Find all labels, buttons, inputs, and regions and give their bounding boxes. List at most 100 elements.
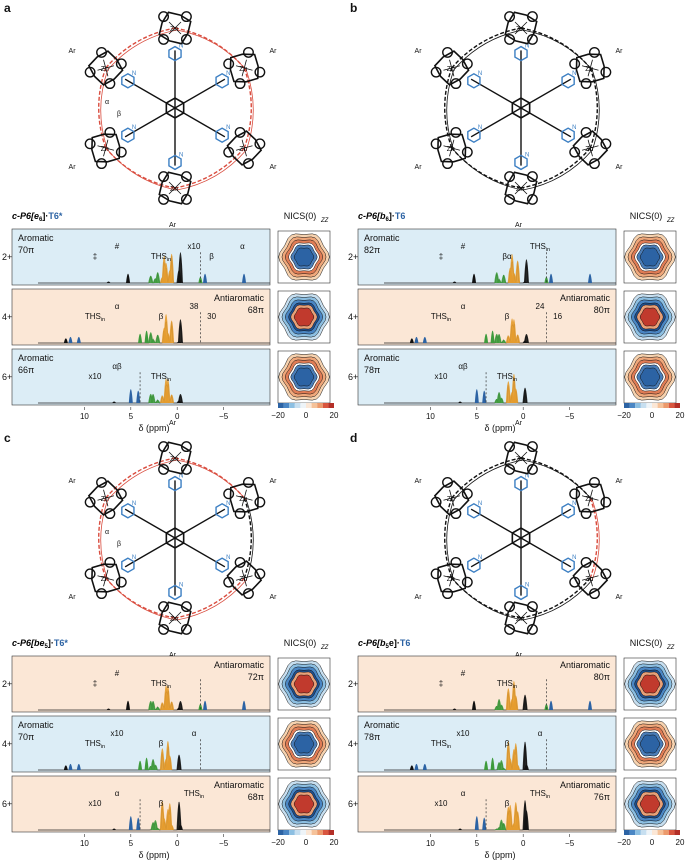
colorbar-swatch xyxy=(652,830,658,835)
axis-tick-label: 0 xyxy=(175,412,180,421)
pyridine-n-label: N xyxy=(179,44,183,50)
spectrum-peak xyxy=(163,758,169,770)
pyrrole-ring xyxy=(180,441,192,453)
porphyrin-ring xyxy=(91,133,121,163)
colorbar-swatch xyxy=(674,403,680,408)
peak-label: β xyxy=(505,739,510,748)
spectrum-peak xyxy=(505,740,511,770)
pyrrole-ring xyxy=(158,171,170,183)
spectrum-row-bg xyxy=(11,288,271,346)
spectrum-peak xyxy=(509,698,515,710)
colorbar-tick: 0 xyxy=(304,411,309,420)
nics-subscript: ZZ xyxy=(666,218,675,224)
aryl-label: Ar xyxy=(415,478,423,485)
porphyrin-ring xyxy=(504,441,538,475)
butadiyne-link xyxy=(522,579,593,621)
spectrum-peak xyxy=(136,390,141,403)
zn-n-bond xyxy=(241,67,245,77)
zn-n-bond xyxy=(103,489,107,499)
zn-label: Zn xyxy=(170,186,178,193)
butadiyne-link xyxy=(446,499,455,581)
spectrum-peak xyxy=(484,333,489,343)
zn-n-bond xyxy=(451,577,461,581)
pyrrole-ring xyxy=(223,146,235,158)
butadiyne-link xyxy=(98,497,107,579)
pyridine-ring xyxy=(561,557,575,574)
electron-count: 68π xyxy=(248,305,264,315)
spectrum-peak xyxy=(155,706,161,710)
spectrum-peak xyxy=(176,707,182,710)
aryl-label: Ar xyxy=(69,48,77,55)
colorbar-swatch xyxy=(635,403,641,408)
nics-title: NICS(0) xyxy=(284,211,317,221)
alpha-label: α xyxy=(105,529,109,536)
zn-n-bond xyxy=(587,497,591,507)
zn-n-bond xyxy=(105,65,115,69)
spectrum-row-bg xyxy=(11,775,271,833)
pyridine-ring xyxy=(561,502,575,519)
nics-contour xyxy=(639,247,661,267)
zn-n-bond xyxy=(514,451,522,459)
spectrum-peak xyxy=(505,806,511,830)
pyridine-ring xyxy=(168,154,182,171)
charge-label: 6+ xyxy=(348,372,358,382)
aryl-label: Ar xyxy=(615,478,623,485)
spectrum-peak xyxy=(203,273,208,283)
zn-n-bond xyxy=(587,139,591,149)
spectrum-peak xyxy=(63,765,68,770)
porphyrin-ring xyxy=(572,560,609,596)
peak-label: 30 xyxy=(207,312,216,321)
spectrum-peak xyxy=(522,340,528,343)
pyridine-n-label: N xyxy=(226,71,230,77)
colorbar-tick: −20 xyxy=(271,838,285,847)
porphyrin-ring xyxy=(433,50,470,86)
pyridine-n-label: N xyxy=(478,501,482,507)
spectrum-peak xyxy=(505,335,511,343)
zn-n-bond xyxy=(443,575,452,579)
pyrrole-ring xyxy=(158,623,170,635)
zn-n-bond xyxy=(97,497,106,501)
zn-n-bond xyxy=(449,489,453,499)
pyrrole-ring xyxy=(243,476,254,488)
pyrrole-ring xyxy=(526,193,538,205)
peak-label: THSin xyxy=(431,312,451,323)
pyridine-ring xyxy=(561,127,575,144)
peak-label: β xyxy=(159,312,164,321)
butadiyne-link xyxy=(174,577,245,619)
zn-label: Zn xyxy=(170,616,178,623)
colorbar-swatch xyxy=(306,830,312,835)
spectrum-peak xyxy=(165,808,171,830)
zn-n-bond xyxy=(587,67,591,77)
spectrum-peak xyxy=(161,255,167,283)
zn-n-bond xyxy=(174,187,182,195)
zn-n-bond xyxy=(235,495,245,499)
beta-label: β xyxy=(117,111,121,118)
zn-n-bond xyxy=(97,575,106,579)
pyrrole-ring xyxy=(84,66,96,78)
molecule-structure-b: NNNNNNZnArZnArZnArZnArZnArZnArb xyxy=(350,1,623,229)
butadiyne-link xyxy=(522,29,593,71)
butadiyne-link xyxy=(444,497,453,579)
zn-n-bond xyxy=(105,577,115,581)
zn-n-bond xyxy=(520,451,528,459)
pyrrole-ring xyxy=(504,33,516,45)
spectrum-peak xyxy=(106,281,111,283)
pyrrole-ring xyxy=(158,441,170,453)
spectrum-peak xyxy=(68,763,73,770)
zn-label: Zn xyxy=(447,146,455,153)
zn-n-bond xyxy=(241,139,245,149)
spectrum-peak xyxy=(148,700,154,710)
state-label: Antiaromatic xyxy=(214,293,265,303)
butadiyne-link xyxy=(520,457,591,499)
charge-label: 2+ xyxy=(2,679,12,689)
butadiyne-link xyxy=(451,577,522,619)
pyrrole-ring xyxy=(180,601,192,613)
spectrum-peak xyxy=(544,276,549,283)
aryl-label: Ar xyxy=(515,222,523,229)
nics-subscript: ZZ xyxy=(666,645,675,651)
butadiyne-link xyxy=(105,147,176,189)
electron-count: 76π xyxy=(594,792,610,802)
porphyrin-ring xyxy=(229,483,259,513)
spectrum-peak xyxy=(522,694,528,710)
